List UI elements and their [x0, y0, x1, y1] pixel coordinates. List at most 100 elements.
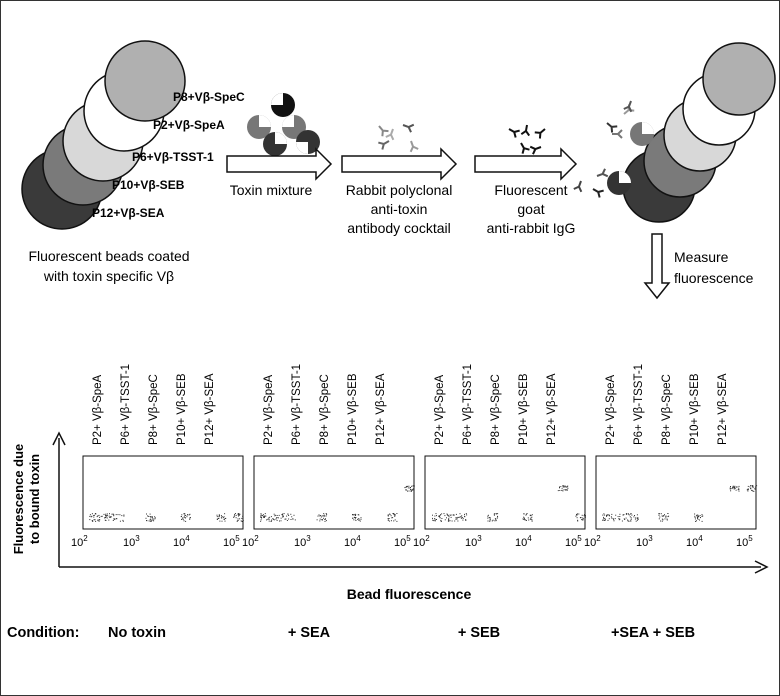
event-dot: [89, 519, 91, 521]
event-dot: [282, 514, 283, 515]
cluster-tsst: [658, 513, 670, 522]
event-dot: [432, 517, 433, 519]
event-dot: [466, 514, 468, 516]
event-dot: [105, 514, 106, 516]
event-dot: [272, 518, 274, 520]
event-dot: [282, 515, 284, 516]
arrow-1: [226, 147, 333, 181]
event-dot: [221, 520, 223, 522]
event-dot: [694, 513, 696, 515]
cluster-spec: [352, 513, 362, 522]
event-dot: [183, 520, 185, 522]
measure-label-line2: fluorescence: [674, 270, 754, 286]
event-dot: [732, 486, 734, 488]
event-dot: [276, 517, 277, 519]
event-dot: [453, 515, 455, 516]
event-dot: [561, 488, 563, 490]
event-dot: [489, 517, 491, 519]
event-dot: [353, 516, 355, 518]
panel-2-bead-label-3: P8+ Vβ-SpeC: [319, 374, 331, 445]
event-dot: [582, 518, 584, 520]
event-dot: [237, 514, 239, 516]
event-dot: [396, 520, 398, 522]
event-dot: [432, 514, 433, 516]
event-dot: [223, 518, 225, 520]
event-dot: [394, 515, 396, 517]
event-dot: [113, 518, 115, 520]
event-dot: [412, 488, 414, 490]
event-dot: [562, 485, 564, 487]
event-dot: [108, 515, 110, 517]
event-dot: [495, 513, 497, 515]
event-dot: [241, 521, 243, 522]
event-dot: [627, 519, 629, 521]
event-dot: [634, 518, 636, 520]
event-dot: [667, 513, 669, 514]
event-dot: [106, 517, 108, 519]
event-dot: [748, 488, 749, 490]
event-dot: [664, 518, 666, 520]
event-dot: [276, 515, 278, 516]
event-dot: [151, 519, 153, 521]
event-dot: [602, 519, 604, 521]
event-dot: [183, 513, 185, 515]
event-dot: [625, 517, 627, 519]
cluster-seb: [216, 513, 227, 522]
panel-frame: [82, 455, 244, 530]
event-dot: [451, 514, 453, 516]
event-dot: [154, 517, 156, 519]
event-dot: [750, 485, 752, 487]
event-dot: [293, 514, 295, 516]
event-dot: [564, 485, 566, 487]
event-dot: [440, 514, 441, 516]
event-dot: [224, 520, 226, 522]
event-dot: [529, 518, 531, 520]
event-dot: [455, 518, 457, 520]
event-dot: [562, 486, 564, 488]
event-dot: [238, 513, 240, 515]
event-dot: [525, 519, 527, 521]
event-dot: [123, 514, 125, 516]
event-dot: [393, 513, 395, 514]
event-dot: [113, 518, 115, 520]
event-dot: [525, 520, 527, 521]
cluster-seb: [387, 513, 398, 522]
event-dot: [441, 518, 443, 519]
event-dot: [660, 513, 662, 515]
event-dot: [123, 515, 125, 517]
event-dot: [325, 520, 327, 522]
event-dot: [409, 487, 411, 489]
bead-label-p12: P12+Vβ-SEA: [92, 206, 165, 220]
event-dot: [260, 514, 262, 516]
tick-label: 104: [515, 534, 532, 549]
event-dot: [219, 520, 221, 522]
event-dot: [188, 514, 190, 516]
event-dot: [697, 514, 699, 516]
y-axis-label-line1: Fluorescence due: [11, 444, 26, 555]
event-dot: [636, 514, 638, 516]
event-dot: [274, 515, 276, 517]
event-dot: [444, 519, 446, 521]
event-dot: [240, 520, 242, 522]
event-dot: [496, 517, 498, 519]
event-dot: [405, 486, 407, 488]
cluster-spec: [180, 513, 191, 522]
event-dot: [584, 515, 586, 517]
event-dot: [262, 515, 263, 517]
event-dot: [603, 513, 605, 515]
event-dot: [357, 518, 359, 520]
event-dot: [448, 518, 450, 520]
event-dot: [326, 513, 328, 515]
event-dot: [563, 489, 565, 491]
event-dot: [392, 513, 394, 514]
event-dot: [581, 519, 583, 521]
event-dot: [667, 516, 669, 518]
event-dot: [151, 517, 153, 518]
event-dot: [577, 520, 579, 522]
event-dot: [577, 513, 578, 515]
event-dot: [565, 486, 567, 488]
event-dot: [103, 513, 105, 515]
rabbit-label-line2: anti-toxin: [371, 201, 428, 217]
event-dot: [666, 519, 668, 521]
event-dot: [439, 515, 441, 516]
